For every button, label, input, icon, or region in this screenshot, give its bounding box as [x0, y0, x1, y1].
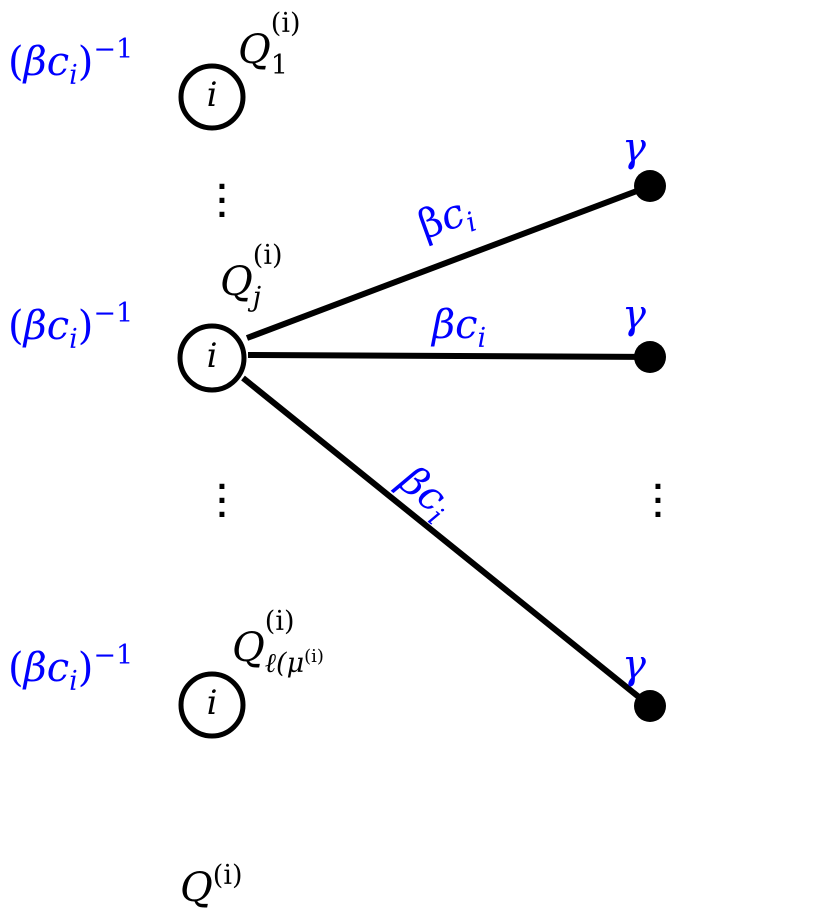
- edge-to-leaf-top: [245, 183, 652, 341]
- edge-to-leaf-bottom: [241, 375, 652, 709]
- leaf-weight-top: γ: [622, 125, 646, 171]
- leaf-weight-bottom: γ: [622, 642, 646, 688]
- edge-to-leaf-middle: [247, 352, 651, 360]
- node-symbol-center: i: [206, 336, 218, 376]
- node-weight-bottom: (βci)−1: [8, 640, 134, 697]
- vdots-leaves: ···: [652, 470, 664, 531]
- node-i-top: [178, 63, 246, 131]
- vdots-upper: ···: [216, 170, 228, 231]
- q-label-ell: Q(i)ℓ(μ(i): [232, 606, 324, 679]
- leaf-node-top: [634, 170, 666, 202]
- edge-weight-middle: βci: [432, 302, 487, 354]
- node-i-center: [177, 323, 247, 393]
- leaf-node-bottom: [634, 690, 666, 722]
- q-label-j: Q(i)j: [220, 240, 283, 313]
- node-weight-center: (βci)−1: [8, 298, 134, 355]
- node-symbol-top: i: [206, 75, 218, 115]
- node-symbol-bottom: i: [206, 683, 218, 723]
- node-i-bottom: [178, 671, 246, 739]
- vdots-lower: ···: [216, 470, 228, 531]
- leaf-weight-middle: γ: [622, 292, 646, 338]
- q-label-1: Q(i)1: [238, 8, 301, 81]
- node-weight-top: (βci)−1: [8, 34, 134, 91]
- leaf-node-middle: [634, 341, 666, 373]
- q-label-total: Q(i): [180, 860, 243, 911]
